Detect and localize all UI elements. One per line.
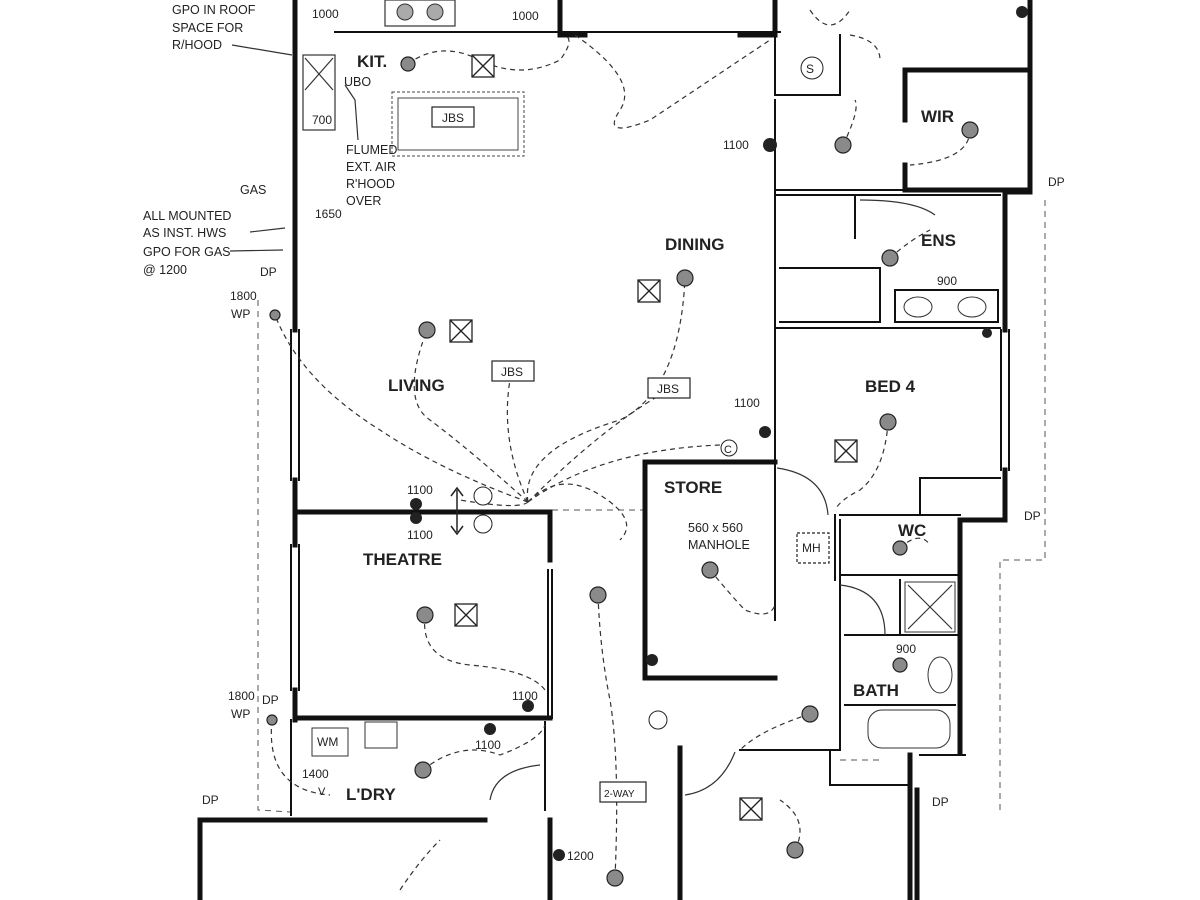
fan-theatre [454,603,478,627]
bathroom-fixtures [311,296,987,757]
dim-1100-theatre: 1100 [512,689,538,703]
fan-bed4 [834,439,858,463]
light-laundry [414,761,432,779]
dim-1800-a: 1800 [230,289,257,303]
note-flumed-3: R'HOOD [346,177,395,191]
room-ens: ENS [921,231,956,250]
exhaust-fans [449,54,858,821]
light-kitchen [400,56,416,72]
dim-1650: 1650 [315,207,342,221]
light-wc [892,540,908,556]
note-manhole-2: MANHOLE [688,538,750,552]
two-way-label: 2-WAY [604,789,635,800]
eave-lines [257,200,1046,813]
note-gpo-roof-2: SPACE FOR [172,21,243,35]
jbs-kitchen [431,106,475,128]
room-wc: WC [898,521,926,540]
dim-1100-bot: 1100 [407,528,433,542]
switch-c-label: C [724,444,732,456]
light-bed4 [879,413,897,431]
dp-a: DP [260,265,277,279]
light-theatre [416,606,434,624]
door-swings [489,199,936,801]
dim-1100-bed4: 1100 [734,396,760,410]
ceiling-lights [266,56,979,887]
dp-f: DP [932,795,949,809]
room-kitchen: KIT. [357,52,387,71]
light-living [418,321,436,339]
room-wir: WIR [921,107,954,126]
note-uboard: UBO [344,75,371,89]
fan-dining [637,279,661,303]
note-hws-3: GPO FOR GAS [143,245,231,259]
note-gpo-roof-3: R/HOOD [172,38,222,52]
dim-1000-b: 1000 [512,9,539,23]
fan-kitchen [471,54,495,78]
fan-living [449,319,473,343]
fan-bed-lower [739,797,763,821]
note-flumed-2: EXT. AIR [346,160,396,174]
room-theatre: THEATRE [363,550,442,569]
light-wir-1 [834,136,852,154]
switch-s-label: S [806,62,814,76]
wp-b: WP [231,707,250,721]
room-bed4: BED 4 [865,377,916,396]
washing-machine-label: WM [317,735,338,749]
room-dining: DINING [665,235,725,254]
kitchen-fixtures [302,0,525,157]
light-store [701,561,719,579]
dim-1800-b: 1800 [228,689,255,703]
light-ens [881,249,899,267]
junction-boxes [431,106,830,803]
room-store: STORE [664,478,722,497]
light-entry [606,869,624,887]
dim-1100-ldry: 1100 [475,738,501,752]
dp-c: DP [202,793,219,807]
light-corridor [589,586,607,604]
note-hws-1: ALL MOUNTED [143,209,231,223]
jbs-living [491,360,535,382]
dim-1100-wir: 1100 [723,138,749,152]
wp-a: WP [231,307,250,321]
light-wir-2 [961,121,979,139]
dim-1200: 1200 [567,849,594,863]
jbs-living-label: JBS [501,365,523,379]
dim-900-ens: 900 [937,274,957,288]
note-manhole-1: 560 x 560 [688,521,743,535]
note-gas: GAS [240,183,266,197]
dp-d: DP [1048,175,1065,189]
dim-1100-top: 1100 [407,483,433,497]
switch-v-label: V [318,786,326,798]
room-laundry: L'DRY [346,785,396,804]
manhole-label: MH [802,541,821,555]
circuit-wiring [270,9,971,891]
light-dining [676,269,694,287]
note-hws-2: AS INST. HWS [143,226,226,240]
light-wp-1 [269,309,281,321]
dim-1400: 1400 [302,767,329,781]
light-bed-lower [786,841,804,859]
note-flumed-1: FLUMED [346,143,397,157]
room-bath: BATH [853,681,899,700]
note-flumed-4: OVER [346,194,381,208]
switch-symbols [410,6,1028,861]
light-wp-2 [266,714,278,726]
note-hws-4: @ 1200 [143,263,187,277]
room-living: LIVING [388,376,445,395]
two-way-box [599,781,647,803]
dp-e: DP [1024,509,1041,523]
light-hall [801,705,819,723]
jbs-kitchen-label: JBS [442,111,464,125]
dim-700: 700 [312,113,332,127]
walls [197,0,1033,900]
dp-b: DP [262,693,279,707]
light-bath [892,657,908,673]
jbs-dining-label: JBS [657,382,679,396]
dim-1000-a: 1000 [312,7,339,21]
note-gpo-roof-1: GPO IN ROOF [172,3,256,17]
jbs-dining [647,377,691,399]
manhole-box [796,532,830,564]
dim-900-bath: 900 [896,642,916,656]
